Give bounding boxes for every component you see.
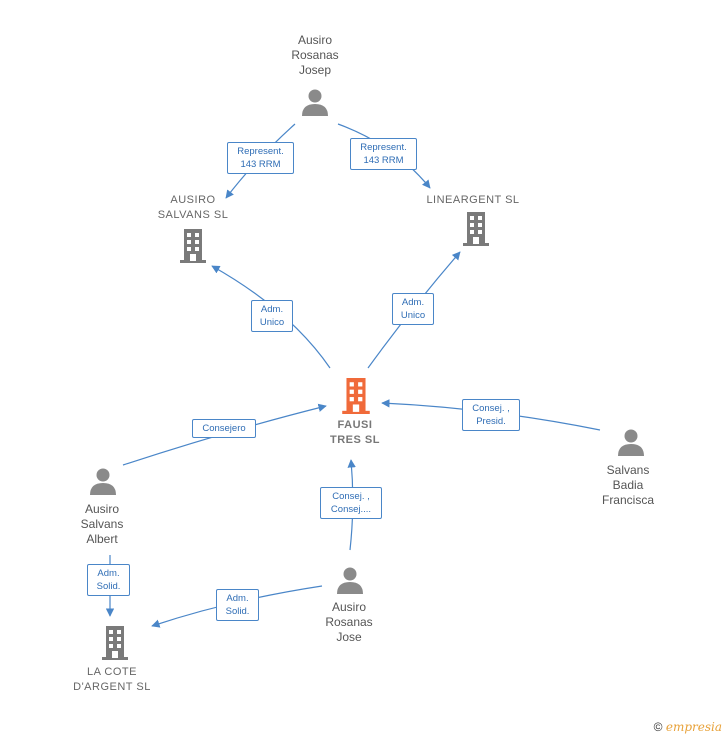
edge-label-adm-solid-jose: Adm.Solid. [216,589,259,621]
building-icon [102,626,128,660]
edge-label-adm-solid-albert: Adm.Solid. [87,564,130,596]
edge-label-adm-unico-ausiro-salvans: Adm.Unico [251,300,293,332]
footer-brand: © empresia [654,720,722,734]
node-fausi-tres-sl[interactable]: FAUSI TRES SL [330,419,380,446]
copyright-symbol: © [653,720,663,734]
building-icon [342,378,370,414]
person-icon [618,429,644,456]
node-ausiro-rosanas-jose[interactable]: Ausiro Rosanas Jose [325,600,373,644]
brand-logo: empresia [665,720,722,734]
person-icon [337,567,363,594]
building-icon [180,229,206,263]
node-ausiro-rosanas-josep[interactable]: Ausiro Rosanas Josep [291,33,339,77]
person-icon [302,89,328,116]
node-ausiro-salvans-albert[interactable]: Ausiro Salvans Albert [80,502,124,546]
edge-label-consejero: Consejero [192,419,256,438]
edge-label-represent-lineargent: Represent.143 RRM [350,138,417,170]
building-icon [463,212,489,246]
edge-label-consej-consej: Consej. ,Consej.... [320,487,382,519]
node-salvans-badia-francisca[interactable]: Salvans Badia Francisca [601,463,654,507]
node-ausiro-salvans-sl[interactable]: AUSIRO SALVANS SL [157,194,229,221]
node-la-cote-dargent-sl[interactable]: LA COTE D'ARGENT SL [73,666,151,693]
node-lineargent-sl[interactable]: LINEARGENT SL [426,194,520,206]
person-icon [90,468,116,495]
edge-label-consej-presid: Consej. ,Presid. [462,399,520,431]
edge-label-adm-unico-lineargent: Adm.Unico [392,293,434,325]
edge-label-represent-ausiro-salvans: Represent.143 RRM [227,142,294,174]
